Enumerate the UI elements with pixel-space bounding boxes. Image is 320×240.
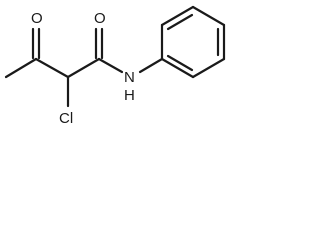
bond-methyl-carbonyl [4,57,38,79]
bond-amide-nitrogen [97,57,124,74]
chlorine-label: Cl [59,110,73,127]
amide-hydrogen-label: H [124,87,135,104]
bond-nitrogen-phenyl [138,57,164,74]
bond-carbonyl-alpha [34,57,70,79]
ketone-oxygen-label: O [31,10,43,27]
bond-alpha-amide [66,57,101,79]
phenyl-ring [160,5,226,79]
amide-oxygen-label: O [94,10,106,27]
structural-formula: O O N H Cl [4,5,226,127]
amide-nitrogen-label: N [124,69,135,86]
